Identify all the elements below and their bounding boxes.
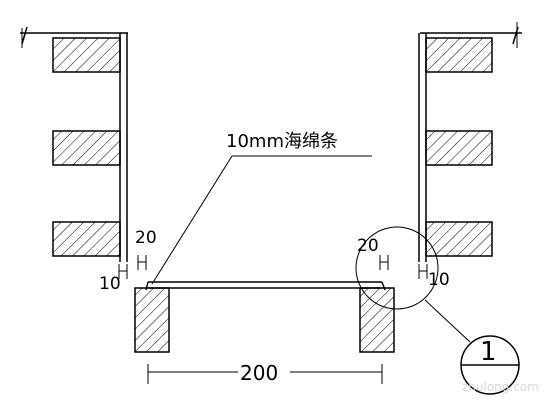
left-wall xyxy=(119,33,128,262)
top-right-dimension xyxy=(420,22,522,48)
gap-right-side-label: 10 xyxy=(428,270,450,290)
detail-marker: 1 xyxy=(460,335,520,395)
top-left-dimension xyxy=(20,26,128,48)
right-wall xyxy=(418,33,427,262)
left-hatched-block-2 xyxy=(52,130,121,166)
bottom-left-support xyxy=(134,287,170,353)
right-gap-marker xyxy=(379,255,428,279)
gap-right-top-label: 20 xyxy=(357,236,379,256)
watermark-text: zhulong.com xyxy=(462,380,539,394)
right-hatched-block-1 xyxy=(425,37,493,73)
detail-callout-circle xyxy=(355,226,439,310)
sponge-strip xyxy=(145,281,386,291)
right-hatched-block-2 xyxy=(425,130,493,166)
bottom-dimension-label-bg xyxy=(238,362,290,382)
right-hatched-block-3 xyxy=(425,221,493,257)
gap-left-side-label: 10 xyxy=(99,274,121,294)
strip-note-label: 10mm海绵条 xyxy=(226,131,338,152)
strip-note-leader xyxy=(151,155,372,285)
left-hatched-block-1 xyxy=(52,37,121,73)
gap-left-top-label: 20 xyxy=(135,228,157,248)
bottom-dimension-label: 200 xyxy=(240,361,278,385)
left-gap-marker xyxy=(118,255,147,279)
detail-marker-number: 1 xyxy=(480,337,497,367)
bottom-right-support xyxy=(359,287,395,353)
left-hatched-block-3 xyxy=(52,221,121,257)
detail-callout-leader xyxy=(424,299,471,343)
